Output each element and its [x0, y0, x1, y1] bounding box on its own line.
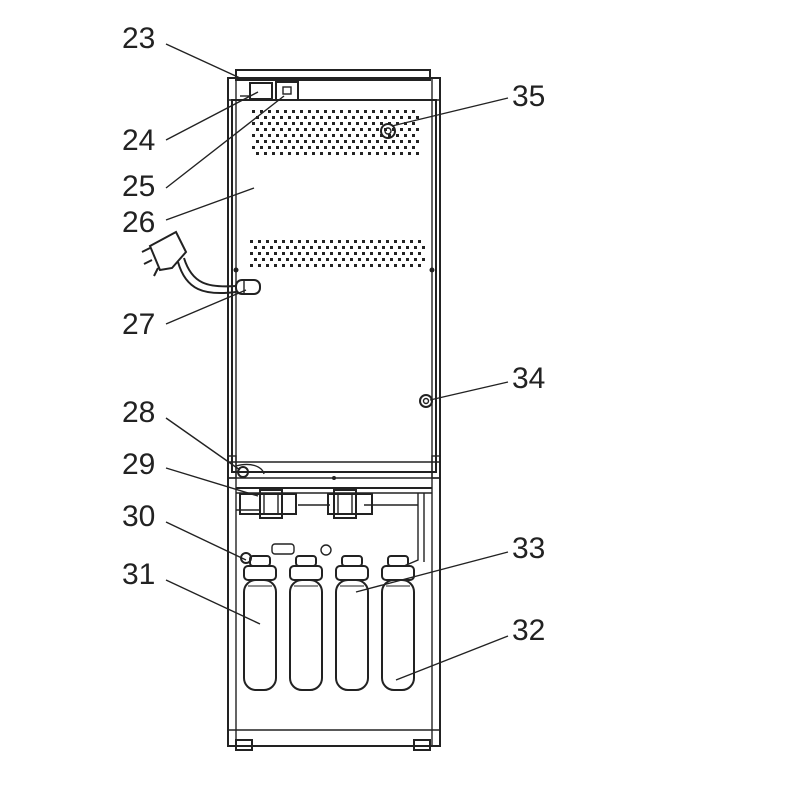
top-knob — [380, 123, 396, 139]
callout-27: 27 — [122, 308, 155, 341]
upper-vent-grille — [252, 110, 419, 155]
filter-cartridge — [243, 555, 277, 691]
callout-35: 35 — [512, 80, 545, 113]
callout-29: 29 — [122, 448, 155, 481]
callout-33: 33 — [512, 532, 545, 565]
callout-labels: 23 24 25 26 27 28 29 30 31 32 33 34 35 — [122, 22, 545, 647]
filter-cartridges — [243, 555, 415, 691]
side-knob — [419, 394, 433, 408]
callout-31: 31 — [122, 558, 155, 591]
callout-30: 30 — [122, 500, 155, 533]
callout-24: 24 — [122, 124, 155, 157]
power-switch — [240, 81, 299, 101]
callout-26: 26 — [122, 206, 155, 239]
filter-cartridge — [335, 555, 369, 691]
cabinet-body — [227, 69, 441, 747]
lower-vent-grille — [250, 240, 425, 267]
callout-28: 28 — [122, 396, 155, 429]
callout-23: 23 — [122, 22, 155, 55]
callout-34: 34 — [512, 362, 545, 395]
filter-bracket — [240, 543, 332, 564]
callout-25: 25 — [122, 170, 155, 203]
callout-32: 32 — [512, 614, 545, 647]
leader-lines — [165, 43, 509, 681]
power-plug — [141, 230, 237, 295]
drain-fitting — [235, 463, 265, 478]
filter-cartridge — [289, 555, 323, 691]
filter-cartridge — [381, 555, 415, 691]
solenoid-valve — [239, 489, 373, 519]
cord-clamp — [235, 279, 261, 295]
